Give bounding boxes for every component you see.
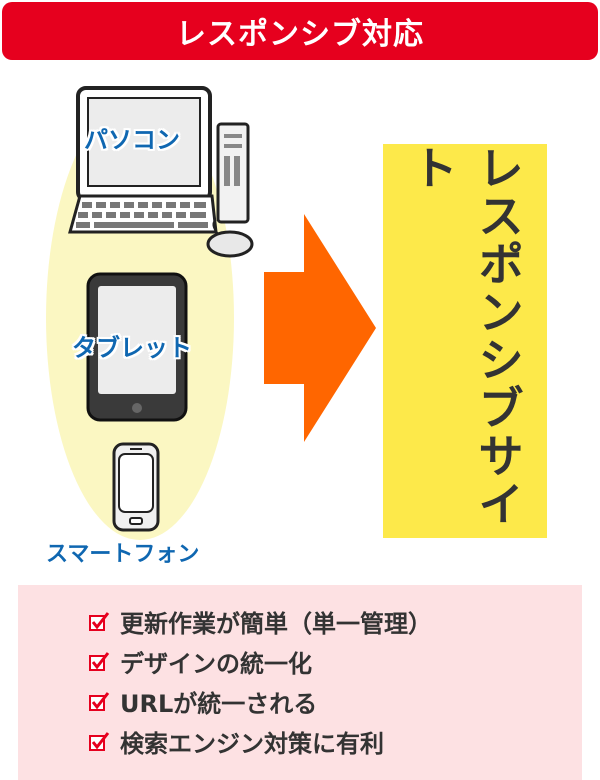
checkbox-checked-icon — [89, 652, 110, 671]
list-item: 検索エンジン対策に有利 — [88, 721, 582, 761]
benefits-list: 更新作業が簡単（単一管理） デザインの統一化 URLが統一される 検索エンジン対… — [18, 585, 582, 761]
benefit-text: 更新作業が簡単（単一管理） — [120, 609, 432, 638]
responsive-site-box: レスポンシブサイト — [383, 144, 547, 538]
benefit-text: 検索エンジン対策に有利 — [120, 729, 384, 758]
device-label-smartphone: スマートフォン — [46, 542, 200, 567]
checkbox-checked-icon — [89, 732, 110, 751]
benefit-text: デザインの統一化 — [120, 649, 312, 678]
responsive-site-label: レスポンシブサイト — [405, 144, 525, 528]
desktop-computer-icon — [68, 86, 254, 258]
device-label-pc: パソコン — [84, 126, 180, 154]
right-arrow-icon — [264, 214, 376, 442]
smartphone-icon — [112, 442, 160, 532]
title-banner: レスポンシブ対応 — [2, 2, 598, 60]
benefit-text: URLが統一される — [120, 689, 318, 718]
tablet-icon — [86, 272, 188, 422]
checkbox-checked-icon — [89, 612, 110, 631]
checkbox-checked-icon — [89, 692, 110, 711]
list-item: URLが統一される — [88, 681, 582, 721]
benefits-panel: 更新作業が簡単（単一管理） デザインの統一化 URLが統一される 検索エンジン対… — [18, 585, 582, 780]
list-item: デザインの統一化 — [88, 641, 582, 681]
list-item: 更新作業が簡単（単一管理） — [88, 601, 582, 641]
device-label-tablet: タブレット — [72, 334, 192, 362]
page-title: レスポンシブ対応 — [176, 17, 424, 52]
